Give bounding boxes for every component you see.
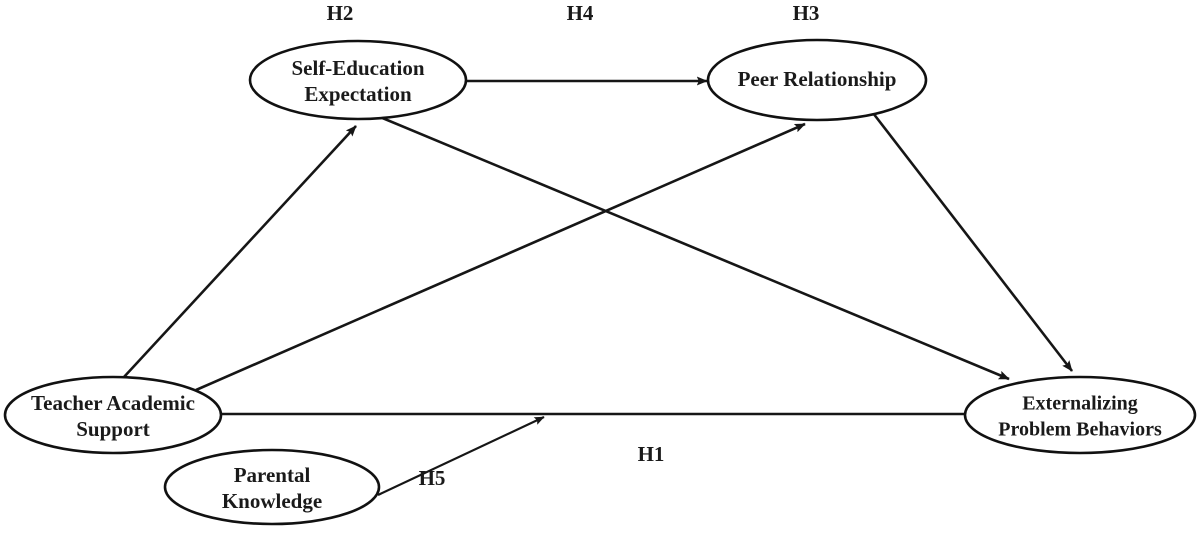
- node-ellipse-shape: [248, 39, 468, 121]
- node-ellipse-shape: [963, 375, 1197, 455]
- hypothesis-label-h5: H5: [419, 466, 446, 490]
- node-label-line2: Expectation: [304, 82, 412, 106]
- node-label-line1: Externalizing: [1022, 393, 1138, 415]
- node-label-line1: Self-Education: [291, 56, 424, 80]
- node-ellipse-shape: [706, 38, 928, 122]
- node-self-education-expectation[interactable]: Self-Education Expectation: [248, 39, 468, 121]
- node-teacher-academic-support[interactable]: Teacher Academic Support: [3, 375, 223, 455]
- path-teacher-to-self-education: [123, 125, 357, 378]
- node-externalizing-problem-behaviors[interactable]: Externalizing Problem Behaviors: [963, 375, 1197, 455]
- node-label-line1: Teacher Academic: [31, 391, 195, 415]
- node-peer-relationship[interactable]: Peer Relationship: [706, 38, 928, 122]
- path-parental-knowledge-moderation: [377, 416, 545, 496]
- node-ellipse-shape: [3, 375, 223, 455]
- path-peer-to-externalizing: [871, 112, 1074, 372]
- node-label-line2: Support: [76, 417, 150, 441]
- node-label-line1: Peer Relationship: [738, 67, 897, 91]
- node-label-line2: Problem Behaviors: [998, 419, 1162, 441]
- hypothesis-label-h1: H1: [638, 442, 665, 466]
- path-self-education-to-externalizing: [379, 115, 1010, 381]
- hypothesis-label-h4: H4: [567, 1, 594, 25]
- hypothesis-label-h3: H3: [793, 1, 820, 25]
- node-ellipse-shape: [163, 448, 381, 526]
- hypothesis-label-h2: H2: [327, 1, 354, 25]
- node-label-line2: Knowledge: [222, 489, 322, 513]
- node-parental-knowledge[interactable]: Parental Knowledge: [163, 448, 381, 526]
- node-label-line1: Parental: [234, 463, 311, 487]
- path-teacher-to-peer: [195, 122, 806, 392]
